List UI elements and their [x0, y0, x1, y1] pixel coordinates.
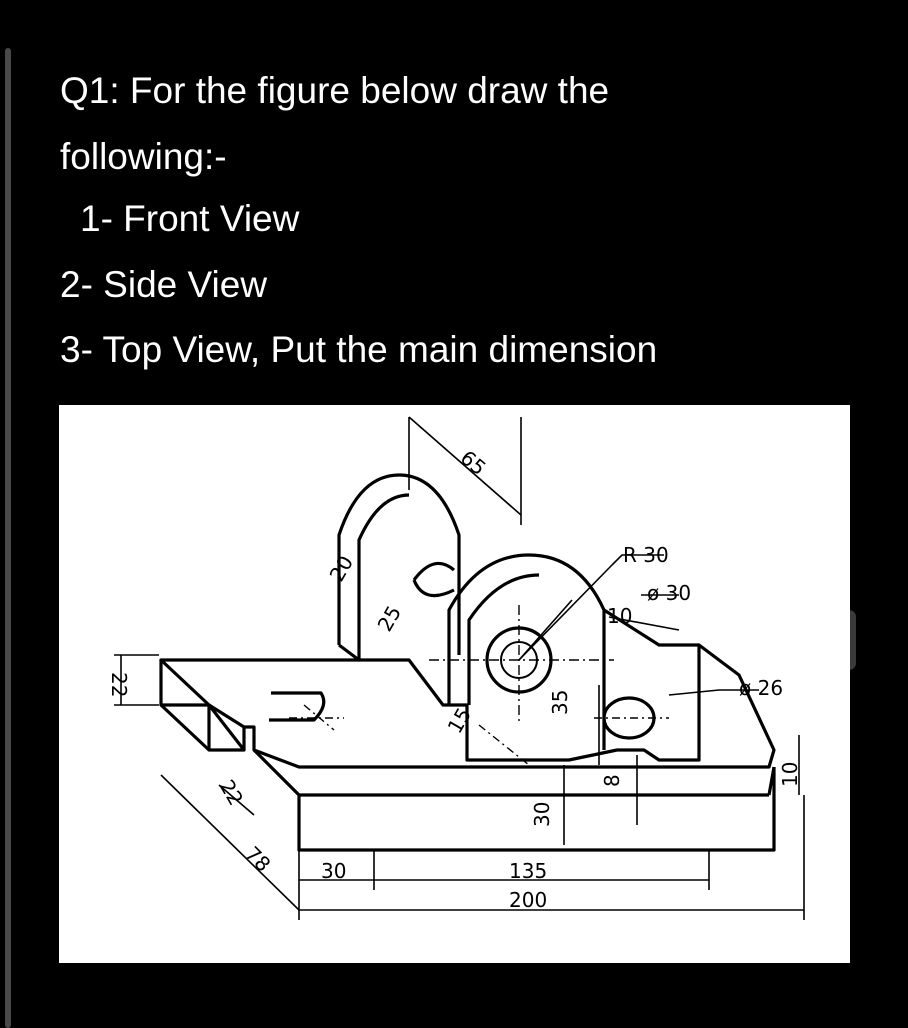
- dim-20: 20: [325, 551, 359, 585]
- dim-78: 78: [240, 842, 275, 877]
- dim-10-upper: 10: [607, 604, 632, 628]
- dim-8: 8: [600, 774, 624, 787]
- part-outline: [159, 473, 776, 852]
- dim-dia26: ø 26: [739, 676, 783, 700]
- dim-200: 200: [509, 888, 547, 912]
- dim-30-horizontal: 30: [321, 859, 346, 883]
- dim-35: 35: [548, 690, 572, 715]
- isometric-drawing: 65 R 30 ø 30 20 25 10 ø 26 22 35 15 8 10…: [59, 405, 850, 963]
- dim-dia30: ø 30: [647, 581, 691, 605]
- task-side-view: 2- Side View: [60, 264, 268, 305]
- task-front-view: 1- Front View: [80, 198, 300, 239]
- dim-22-base: 22: [215, 776, 249, 810]
- isometric-drawing-svg: 65 R 30 ø 30 20 25 10 ø 26 22 35 15 8 10…: [107, 416, 805, 920]
- dim-25: 25: [373, 601, 407, 635]
- question-line-1: Q1: For the figure below draw the: [60, 70, 610, 111]
- dim-22-left: 22: [107, 672, 131, 697]
- dim-r30: R 30: [623, 543, 669, 567]
- dim-135: 135: [509, 859, 547, 883]
- dim-30-vertical: 30: [530, 802, 554, 827]
- dim-15: 15: [443, 703, 477, 737]
- question-line-2: following:-: [60, 136, 227, 177]
- center-lines: [289, 605, 669, 766]
- dimension-lines: [114, 416, 805, 920]
- dim-65: 65: [456, 445, 491, 480]
- left-edge-bar: [5, 48, 11, 1028]
- task-top-view: 3- Top View, Put the main dimension: [60, 329, 658, 370]
- dim-10-right: 10: [778, 762, 802, 787]
